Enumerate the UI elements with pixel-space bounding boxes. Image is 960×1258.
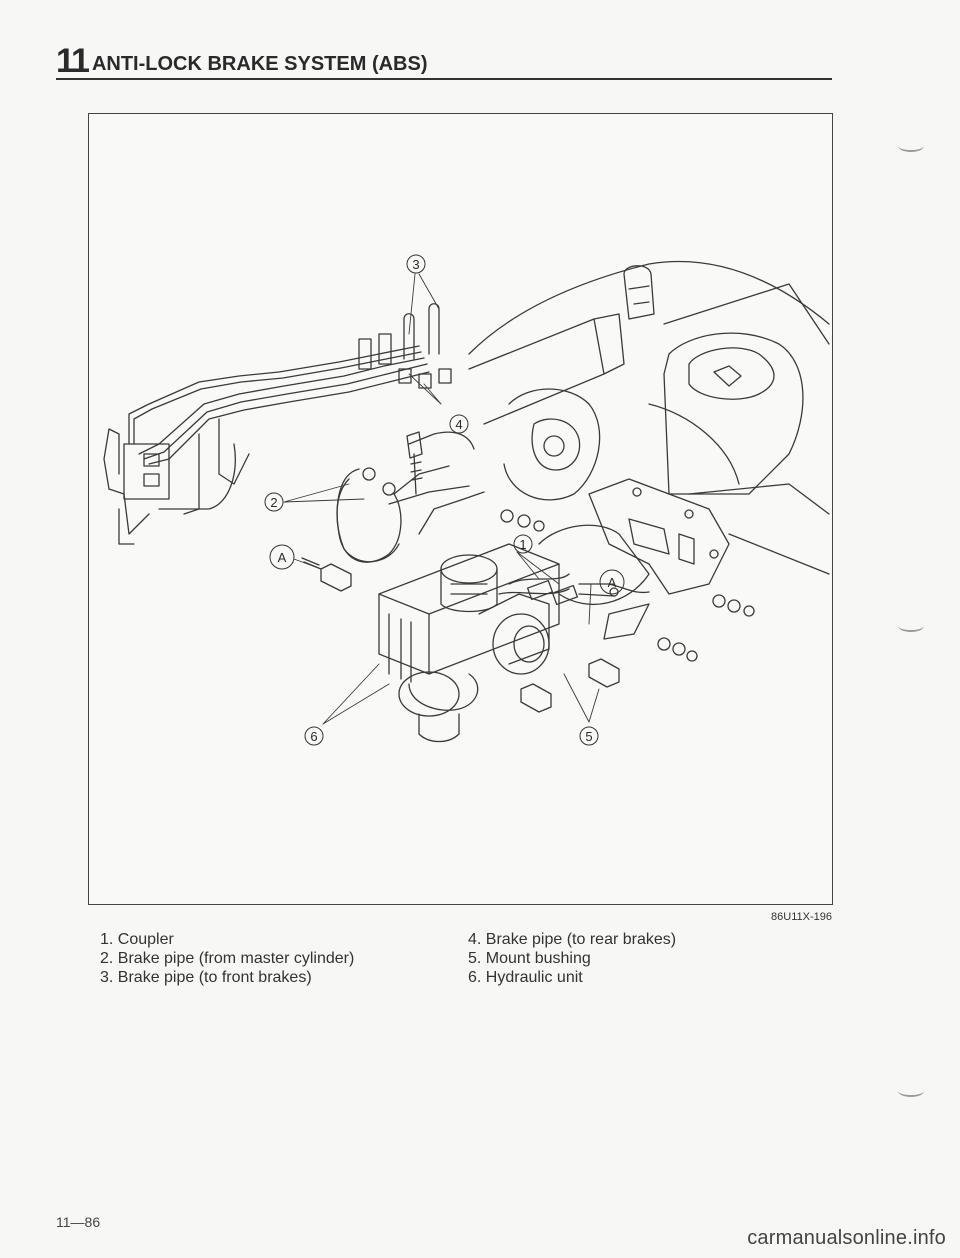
leader-lines — [283, 273, 600, 725]
legend-item: 3. Brake pipe (to front brakes) — [100, 969, 312, 986]
figure-frame: 3 4 2 1 A A 6 — [88, 113, 833, 905]
callout-1: 1 — [513, 534, 533, 554]
section-title: ANTI-LOCK BRAKE SYSTEM (ABS) — [91, 53, 428, 75]
svg-text:4: 4 — [455, 417, 462, 432]
section-number: 11 — [56, 42, 90, 80]
svg-text:5: 5 — [585, 729, 592, 744]
legend-item: 6. Hydraulic unit — [468, 969, 583, 986]
legend-item: 1. Coupler — [100, 931, 174, 948]
svg-text:6: 6 — [310, 729, 317, 744]
mount-nuts — [500, 509, 755, 662]
abs-exploded-diagram: 3 4 2 1 A A 6 — [103, 254, 830, 746]
couplers — [526, 579, 650, 606]
svg-text:2: 2 — [270, 495, 277, 510]
svg-text:A: A — [608, 575, 617, 590]
callout-6: 6 — [304, 726, 324, 746]
mounting-bracket — [538, 478, 730, 640]
svg-text:1: 1 — [519, 537, 526, 552]
page-number: 11—86 — [56, 1214, 101, 1230]
brake-pipe-bundle — [103, 303, 452, 545]
binder-hole-mark — [898, 140, 924, 152]
callout-a-left: A — [269, 544, 295, 570]
callout-4: 4 — [449, 414, 469, 434]
legend-item: 2. Brake pipe (from master cylinder) — [100, 950, 355, 967]
bolt — [406, 431, 423, 495]
svg-text:3: 3 — [412, 257, 419, 272]
callout-5: 5 — [579, 726, 599, 746]
legend-column-1: 1. Coupler 2. Brake pipe (from master cy… — [100, 930, 354, 987]
svg-text:A: A — [278, 550, 287, 565]
legend-item: 4. Brake pipe (to rear brakes) — [468, 931, 677, 948]
binder-hole-mark — [898, 620, 924, 632]
coiled-brake-pipe — [336, 431, 485, 563]
watermark: carmanualsonline.info — [747, 1227, 946, 1249]
section-header: 11 ANTI-LOCK BRAKE SYSTEM (ABS) — [56, 40, 832, 78]
header-rule — [56, 78, 832, 80]
legend-item: 5. Mount bushing — [468, 950, 591, 967]
hydraulic-unit — [378, 543, 570, 743]
binder-hole-mark — [898, 1085, 924, 1097]
callout-3: 3 — [406, 254, 426, 274]
figure-code: 86U11X-196 — [771, 911, 832, 923]
callout-2: 2 — [264, 492, 284, 512]
callout-a-right: A — [599, 569, 625, 595]
engine-assembly — [468, 260, 830, 575]
legend-column-2: 4. Brake pipe (to rear brakes) 5. Mount … — [468, 930, 676, 987]
